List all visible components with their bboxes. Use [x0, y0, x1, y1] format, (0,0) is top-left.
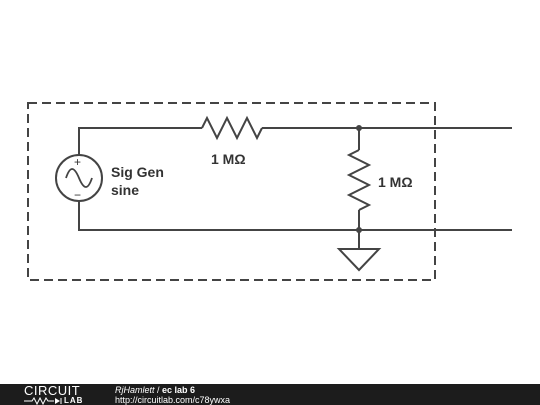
wire-top-left	[78, 127, 202, 155]
node-bottom	[356, 227, 362, 233]
author-link[interactable]: RjHamlett	[115, 385, 155, 395]
meta-separator: /	[154, 385, 163, 395]
circuit-meta: RjHamlett / ec lab 6 http://circuitlab.c…	[115, 385, 230, 405]
logo-text-top: CIRCUIT	[24, 383, 81, 398]
signal-generator-icon	[55, 154, 103, 202]
author-title-line: RjHamlett / ec lab 6	[115, 385, 230, 395]
circuit-diagram: + − Sig Gen sine 1 MΩ 1 MΩ	[27, 102, 512, 281]
resistor-series	[201, 115, 263, 141]
circuitlab-logo[interactable]: CIRCUIT LAB	[24, 384, 94, 405]
source-label-name: Sig Gen	[111, 164, 164, 180]
circuit-title[interactable]: ec lab 6	[162, 385, 196, 395]
ground-icon	[336, 248, 382, 272]
source-minus-sign: −	[74, 188, 81, 202]
wire-bottom	[78, 201, 512, 231]
source-label-type: sine	[111, 182, 139, 198]
enclosure-box	[27, 102, 436, 281]
source-plus-sign: +	[74, 155, 81, 169]
shunt-resistor-value: 1 MΩ	[378, 174, 413, 190]
footer-bar: CIRCUIT LAB RjHamlett / ec lab 6 http://…	[0, 384, 540, 405]
circuit-url[interactable]: http://circuitlab.com/c78ywxa	[115, 395, 231, 405]
resistor-shunt	[346, 149, 372, 211]
logo-resistor-icon	[24, 396, 62, 405]
series-resistor-value: 1 MΩ	[211, 151, 246, 167]
logo-text-bottom: LAB	[64, 396, 84, 405]
